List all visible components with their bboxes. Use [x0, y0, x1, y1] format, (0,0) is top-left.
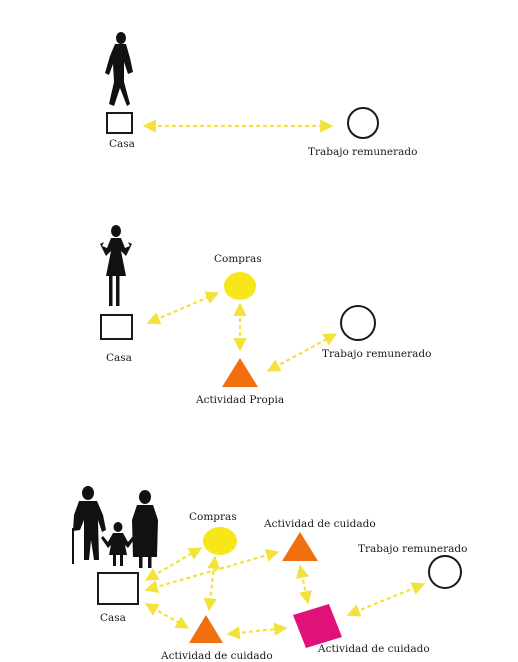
paid-work-label: Trabajo remunerado [322, 348, 431, 360]
arrow-care-bottom-square [226, 622, 288, 640]
shopping-label: Compras [189, 511, 237, 523]
own-activity-label: Actividad Propia [195, 394, 284, 406]
home-label: Casa [109, 138, 135, 150]
family-icon [72, 486, 158, 568]
paid-work-circle [428, 555, 462, 589]
home-square [97, 572, 139, 605]
care-activity-top-triangle [282, 532, 318, 561]
arrow-activity-work [266, 333, 338, 372]
paid-work-circle [347, 107, 379, 139]
paid-work-label: Trabajo remunerado [308, 146, 417, 158]
own-activity-triangle [222, 358, 258, 387]
shopping-circle [203, 527, 237, 555]
care-activity-top-label: Actividad de cuidado [263, 518, 376, 530]
shopping-circle [224, 272, 256, 300]
scene-2: Casa Compras Actividad Propia Trabajo re… [100, 225, 431, 406]
care-activity-square [293, 604, 342, 648]
home-square [106, 112, 133, 134]
home-square [100, 314, 133, 340]
care-activity-bottom-label: Actividad de cuidado [160, 650, 273, 662]
paid-work-circle [340, 305, 376, 341]
arrow-square-work [346, 582, 426, 617]
paid-work-label: Trabajo remunerado [358, 543, 467, 555]
home-label: Casa [100, 612, 126, 624]
shopping-label: Compras [214, 253, 262, 265]
arrow-home-care-bottom [144, 603, 190, 629]
care-activity-right-label: Actividad de cuidado [317, 643, 430, 655]
scene-3: Casa Compras Actividad de cuidado Activi… [72, 486, 467, 662]
arrow-care-top-square [296, 564, 312, 605]
arrow-home-shopping [146, 291, 220, 325]
care-activity-bottom-triangle [189, 615, 223, 643]
scene-1: Casa Trabajo remunerado [105, 32, 417, 158]
walking-person-icon [105, 32, 133, 106]
arrow-shopping-care-bottom [203, 555, 221, 612]
home-label: Casa [106, 352, 132, 364]
woman-icon [100, 225, 132, 306]
arrow-home-care-top [144, 548, 280, 594]
